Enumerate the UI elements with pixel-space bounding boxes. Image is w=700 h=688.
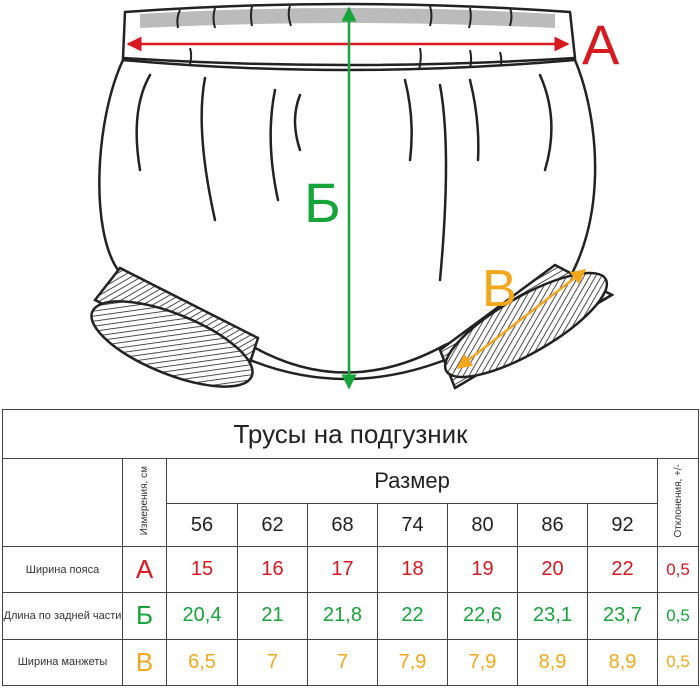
- value-cell: 7,9: [377, 638, 448, 687]
- row-label: Ширина пояса: [2, 545, 123, 594]
- value-cell: 21,8: [307, 592, 378, 640]
- size-cell: 74: [377, 503, 448, 547]
- value-cell: 21: [237, 592, 308, 640]
- size-cell: 92: [587, 503, 658, 547]
- value-cell: 16: [237, 545, 308, 594]
- value-cell: 8,9: [517, 638, 588, 687]
- deviation-cell: 0,5: [656, 638, 700, 687]
- garment-illustration: А Б В: [90, 2, 620, 390]
- arrow-v: [456, 269, 587, 369]
- deviation-cell: 0,5: [656, 592, 700, 640]
- value-cell: 7: [237, 638, 308, 687]
- value-cell: 7,9: [447, 638, 518, 687]
- label-a: А: [582, 13, 620, 76]
- value-cell: 7: [307, 638, 378, 687]
- value-cell: 17: [307, 545, 378, 594]
- value-cell: 6,5: [166, 638, 238, 687]
- size-cell: 80: [447, 503, 518, 547]
- size-cell: 56: [166, 503, 238, 547]
- value-cell: 22: [377, 592, 448, 640]
- row-label: Длина по задней части: [2, 592, 123, 640]
- deviation-cell: 0,5: [656, 545, 700, 594]
- table-row: Ширина пояса А 15 16 17 18 19 20 22 0,5: [2, 545, 700, 594]
- size-cell: 68: [307, 503, 378, 547]
- value-cell: 23,7: [587, 592, 658, 640]
- fabric-folds: [135, 73, 553, 282]
- size-cell: 62: [237, 503, 308, 547]
- value-cell: 8,9: [587, 638, 658, 687]
- table-row: Длина по задней части Б 20,4 21 21,8 22 …: [2, 592, 700, 640]
- label-v: В: [482, 260, 517, 318]
- measurements-header: Измерения, см: [139, 466, 150, 536]
- table-row: Ширина манжеты В 6,5 7 7 7,9 7,9 8,9 8,9…: [2, 638, 700, 687]
- value-cell: 23,1: [517, 592, 588, 640]
- row-letter: А: [122, 545, 167, 594]
- row-letter: Б: [122, 592, 167, 640]
- value-cell: 15: [166, 545, 238, 594]
- value-cell: 20,4: [166, 592, 238, 640]
- empty-corner-cell: [2, 458, 123, 547]
- value-cell: 22: [587, 545, 658, 594]
- value-cell: 20: [517, 545, 588, 594]
- value-cell: 18: [377, 545, 448, 594]
- size-header: Размер: [166, 458, 658, 504]
- label-b: Б: [304, 171, 341, 234]
- value-cell: 19: [447, 545, 518, 594]
- value-cell: 22,6: [447, 592, 518, 640]
- left-cuff: [90, 266, 260, 388]
- row-label: Ширина манжеты: [2, 638, 123, 687]
- deviation-header: Отклонения, +/-: [672, 464, 684, 538]
- table-title: Трусы на подгузник: [1, 409, 700, 459]
- size-table: Трусы на подгузник Измерения, см Размер …: [1, 409, 700, 687]
- size-cell: 86: [517, 503, 588, 547]
- row-letter: В: [122, 638, 167, 687]
